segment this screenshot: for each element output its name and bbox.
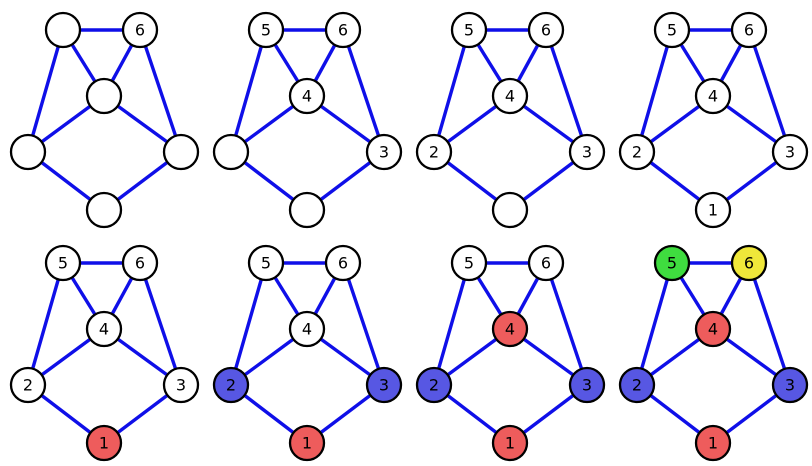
- graph-node-4: [85, 310, 123, 348]
- graph-node-6: [121, 11, 159, 49]
- graph-node-6: [730, 11, 768, 49]
- graph-node-1: [491, 191, 529, 229]
- graph-edge-5-2: [229, 262, 268, 386]
- graph-node-1: [694, 191, 732, 229]
- graph-node-6: [730, 244, 768, 282]
- graph-node-5: [653, 11, 691, 49]
- graph-node-2: [9, 133, 47, 171]
- graph-node-1: [491, 424, 529, 462]
- graph-node-1: [694, 424, 732, 462]
- graph-node-3: [365, 366, 403, 404]
- graph-edge-6-3: [341, 29, 386, 153]
- graph-node-2: [618, 366, 656, 404]
- graph-node-5: [450, 244, 488, 282]
- graph-node-5: [653, 244, 691, 282]
- graph-edge-5-2: [432, 262, 471, 386]
- graph-node-6: [527, 244, 565, 282]
- graph-node-4: [694, 310, 732, 348]
- graph-node-6: [121, 244, 159, 282]
- graph-node-4: [288, 310, 326, 348]
- graph-svg: 6: [9, 11, 200, 229]
- graph-node-4: [694, 77, 732, 115]
- graph-node-2: [9, 366, 47, 404]
- graph-node-4: [288, 77, 326, 115]
- graph-node-4: [85, 77, 123, 115]
- graph-edge-6-3: [747, 262, 792, 386]
- graph-edge-6-3: [747, 29, 792, 153]
- graph-node-1: [85, 191, 123, 229]
- graph-node-3: [568, 133, 606, 171]
- graph-node-3: [568, 366, 606, 404]
- graph-node-1: [85, 424, 123, 462]
- graph-node-5: [450, 11, 488, 49]
- graph-node-6: [527, 11, 565, 49]
- graph-edge-5-2: [26, 29, 65, 153]
- graph-edge-5-2: [635, 29, 674, 153]
- graph-edge-5-2: [635, 262, 674, 386]
- graph-node-2: [212, 366, 250, 404]
- graph-edge-5-2: [229, 29, 268, 153]
- graph-node-3: [365, 133, 403, 171]
- graph-node-3: [162, 133, 200, 171]
- graph-node-1: [288, 191, 326, 229]
- graph-node-5: [247, 11, 285, 49]
- graph-node-3: [771, 133, 809, 171]
- graph-edge-6-3: [544, 29, 589, 153]
- graph-panel-ordering-step-1: 6: [0, 0, 203, 233]
- graph-node-2: [415, 366, 453, 404]
- graph-edge-6-3: [138, 262, 183, 386]
- graph-node-4: [491, 310, 529, 348]
- graph-node-4: [491, 77, 529, 115]
- graph-node-2: [212, 133, 250, 171]
- graph-node-6: [324, 11, 362, 49]
- graph-edge-5-2: [432, 29, 471, 153]
- graph-node-1: [288, 424, 326, 462]
- graph-node-6: [324, 244, 362, 282]
- graph-edge-5-2: [26, 262, 65, 386]
- graph-node-5: [44, 11, 82, 49]
- graph-node-5: [247, 244, 285, 282]
- graph-edge-6-3: [544, 262, 589, 386]
- graph-node-5: [44, 244, 82, 282]
- graph-node-2: [618, 133, 656, 171]
- graph-edge-6-3: [341, 262, 386, 386]
- graph-edge-6-3: [138, 29, 183, 153]
- graph-node-2: [415, 133, 453, 171]
- graph-node-3: [162, 366, 200, 404]
- graph-node-3: [771, 366, 809, 404]
